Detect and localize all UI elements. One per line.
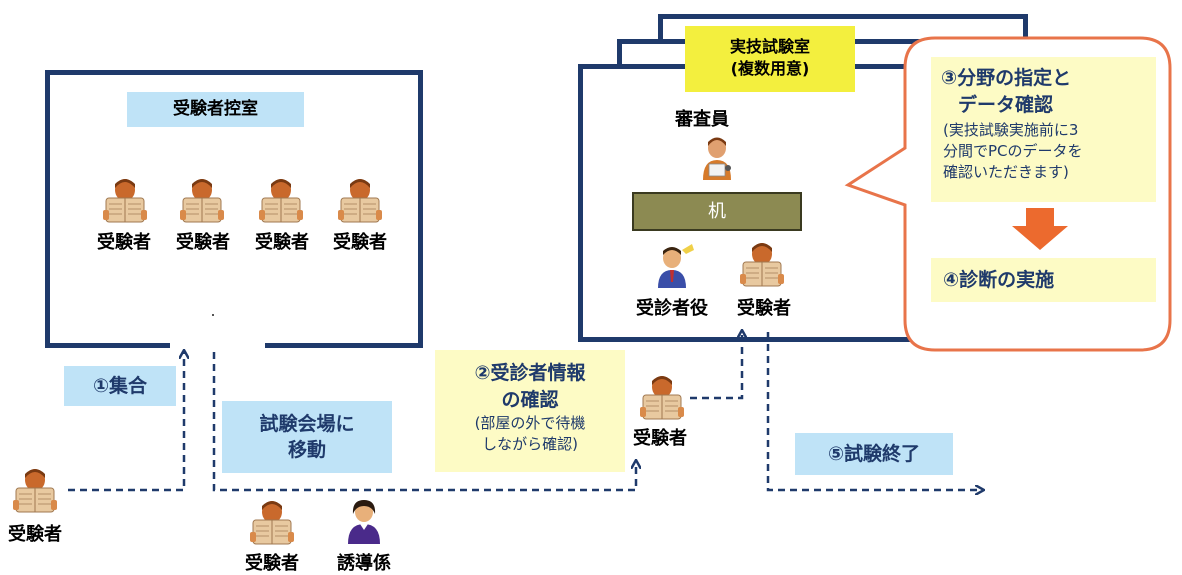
- middle-examinee-label: 受験者: [633, 428, 687, 449]
- step3-box: ③分野の指定と データ確認 (実技試験実施前に3 分間でPCのデータを 確認いた…: [931, 57, 1156, 202]
- step4-box: ④診断の実施: [931, 258, 1156, 302]
- waiting-room-title: 受験者控室: [127, 92, 304, 127]
- exam-room-title-line1: 実技試験室: [729, 37, 810, 56]
- start-examinee-label: 受験者: [8, 524, 62, 545]
- step2-note-line1: (部屋の外で待機: [474, 414, 586, 432]
- arrow-to-gather: [68, 352, 184, 492]
- waiting-examinee-label: 受験者: [333, 232, 387, 253]
- arrow-to-exam-room: [690, 332, 742, 400]
- guide-label: 誘導係: [337, 553, 391, 574]
- exam-room-title: 実技試験室 (複数用意): [685, 26, 855, 92]
- down-arrow-icon: [1012, 208, 1068, 250]
- exam-room-title-line2: (複数用意): [730, 59, 810, 78]
- exam-examinee-label: 受験者: [737, 298, 791, 319]
- step3-title-line1: ③分野の指定と: [941, 67, 1072, 89]
- waiting-examinee-label: 受験者: [97, 232, 151, 253]
- arrow-move-to-venue: [212, 352, 636, 492]
- step2-note-line2: しながら確認): [482, 435, 578, 453]
- step5-label: ⑤試験終了: [795, 433, 953, 475]
- step3-note-line1: (実技試験実施前に3: [943, 121, 1079, 139]
- step2-box: ②受診者情報 の確認 (部屋の外で待機 しながら確認): [435, 350, 625, 472]
- arrow-exit: [766, 332, 982, 490]
- door-mark: [212, 314, 214, 316]
- move-label: 試験会場に 移動: [222, 401, 392, 473]
- waiting-room-door: [170, 340, 265, 350]
- step3-note-line2: 分間でPCのデータを: [943, 142, 1083, 160]
- step2-title-line1: ②受診者情報: [474, 362, 586, 384]
- bottom-examinee-label: 受験者: [245, 553, 299, 574]
- examiner-label: 審査員: [675, 109, 729, 130]
- move-label-line1: 試験会場に: [259, 413, 355, 435]
- step3-note-line3: 確認いただきます): [943, 163, 1069, 181]
- patient-role-label: 受診者役: [636, 298, 708, 319]
- waiting-examinee-label: 受験者: [255, 232, 309, 253]
- move-label-line2: 移動: [287, 439, 326, 461]
- desk: 机: [632, 192, 802, 231]
- step3-title-line2: データ確認: [958, 94, 1054, 116]
- step1-label: ①集合: [64, 366, 176, 406]
- step2-title-line2: の確認: [501, 389, 559, 411]
- waiting-examinee-label: 受験者: [176, 232, 230, 253]
